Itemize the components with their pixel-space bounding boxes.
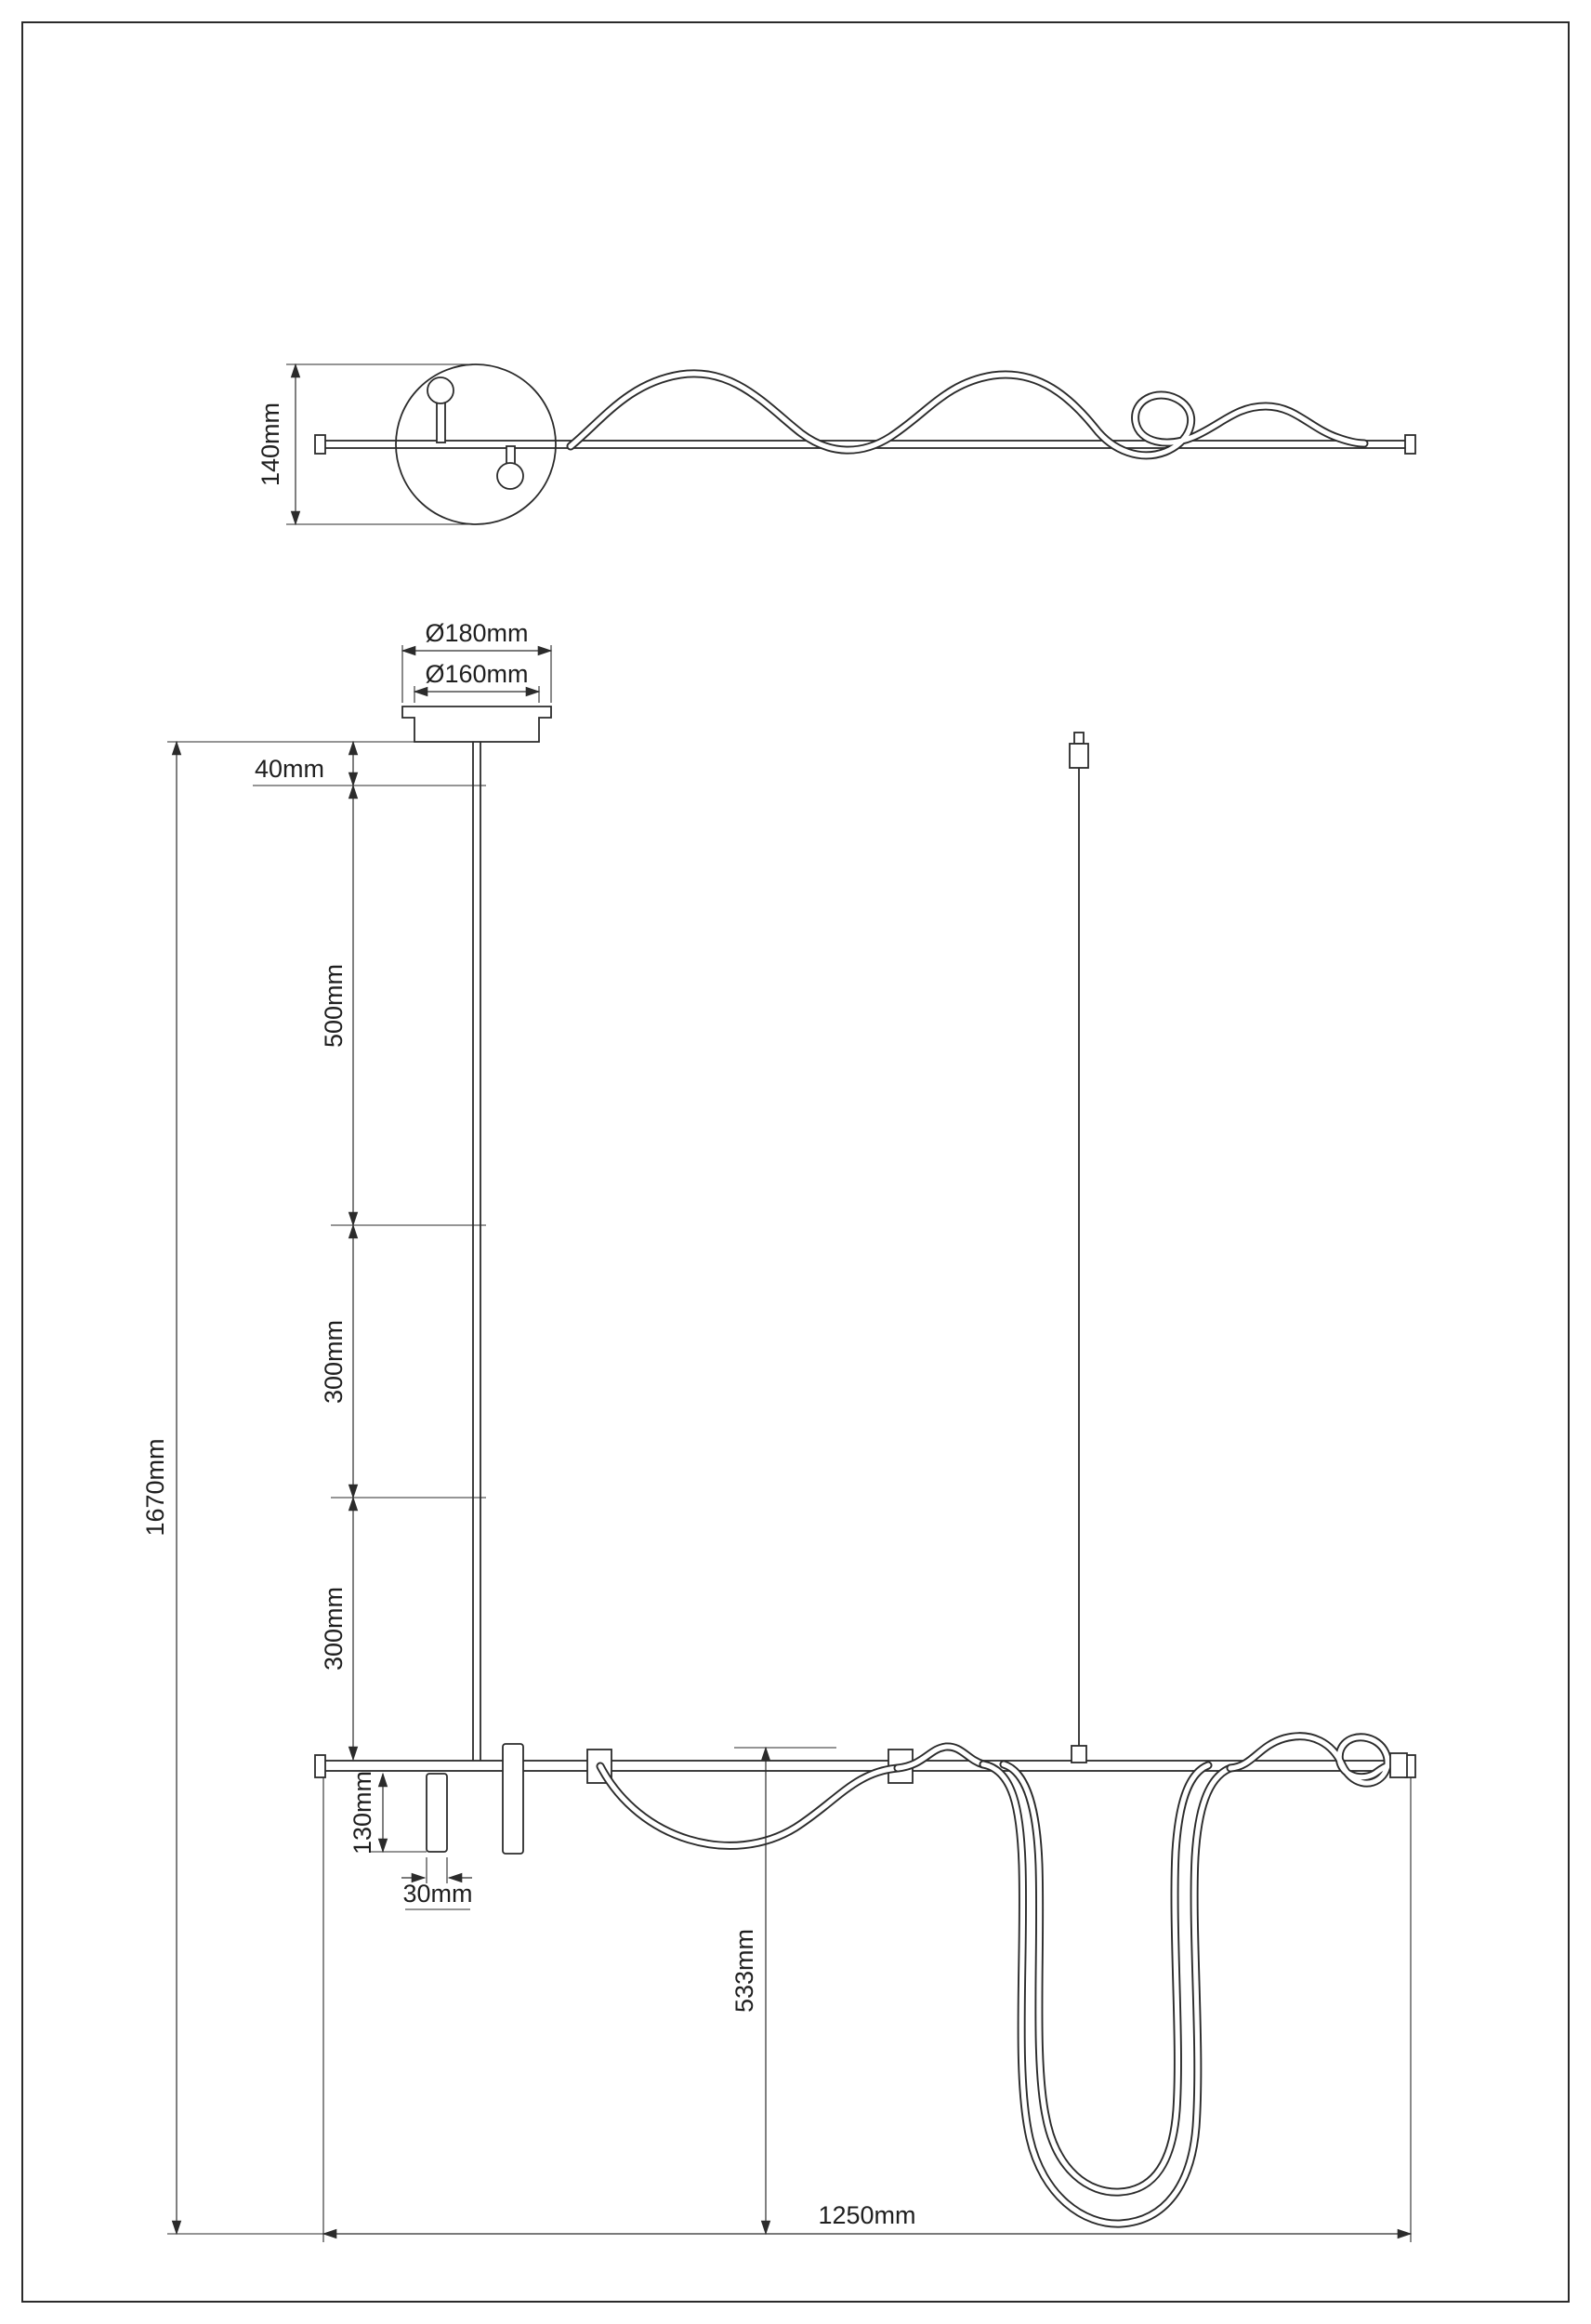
dimension-canopy-height: 140mm <box>256 363 476 526</box>
dim-label-rod-seg2: 300mm <box>320 1320 348 1404</box>
dim-label-rod-top: 40mm <box>255 755 324 783</box>
dim-label-driver-width: 30mm <box>402 1880 472 1908</box>
bar-end-cap-left <box>314 1754 326 1778</box>
dimension-driver-length: 130mm <box>348 1771 427 1855</box>
dimension-canopy-inner: Ø160mm <box>413 660 541 703</box>
dim-label-canopy-outer: Ø180mm <box>425 619 528 647</box>
knob-stem-2 <box>506 445 516 466</box>
plan-bar-end-cap-left <box>314 434 326 455</box>
dim-label-drop-height: 533mm <box>730 1929 758 2013</box>
dim-label-rod-seg3: 300mm <box>320 1587 348 1670</box>
front-view: Ø180mm Ø160mm 40mm 500mm 300mm 300mm <box>141 619 1416 2242</box>
dim-label-canopy-height: 140mm <box>256 403 284 486</box>
dim-label-rod-seg1: 500mm <box>320 964 348 1048</box>
dimension-canopy-outer: Ø180mm <box>401 619 553 703</box>
dim-label-bar-length: 1250mm <box>818 2201 915 2229</box>
dimension-driver-width: 30mm <box>401 1857 473 1910</box>
top-view: 140mm <box>256 363 1416 526</box>
plan-bar-end-cap-right <box>1404 434 1416 455</box>
page-frame <box>21 21 1570 2303</box>
driver-cylinder-2 <box>502 1743 524 1855</box>
wire-bar-connector <box>1071 1745 1087 1763</box>
dimension-rod-chain: 40mm 500mm 300mm 300mm <box>255 740 359 1762</box>
knob-stem-1 <box>436 401 446 443</box>
dimension-drop-height: 533mm <box>730 1746 836 2236</box>
wire-ceiling-nub <box>1073 732 1085 745</box>
driver-cylinder-1 <box>426 1773 448 1853</box>
dimension-bar-length: 1250mm <box>322 1777 1413 2242</box>
mount-knob-2 <box>496 462 524 490</box>
dim-label-canopy-inner: Ø160mm <box>425 660 528 688</box>
suspension-wire-assembly <box>1069 732 1089 1753</box>
dim-label-total-height: 1670mm <box>141 1438 169 1536</box>
tube-end-fitting <box>1389 1752 1408 1778</box>
wire-ceiling-fitting <box>1069 743 1089 769</box>
dimension-total-height: 1670mm <box>141 740 323 2236</box>
canopy-cup <box>401 706 552 743</box>
mount-knob-1 <box>427 376 454 404</box>
dim-label-driver-length: 130mm <box>348 1771 376 1855</box>
